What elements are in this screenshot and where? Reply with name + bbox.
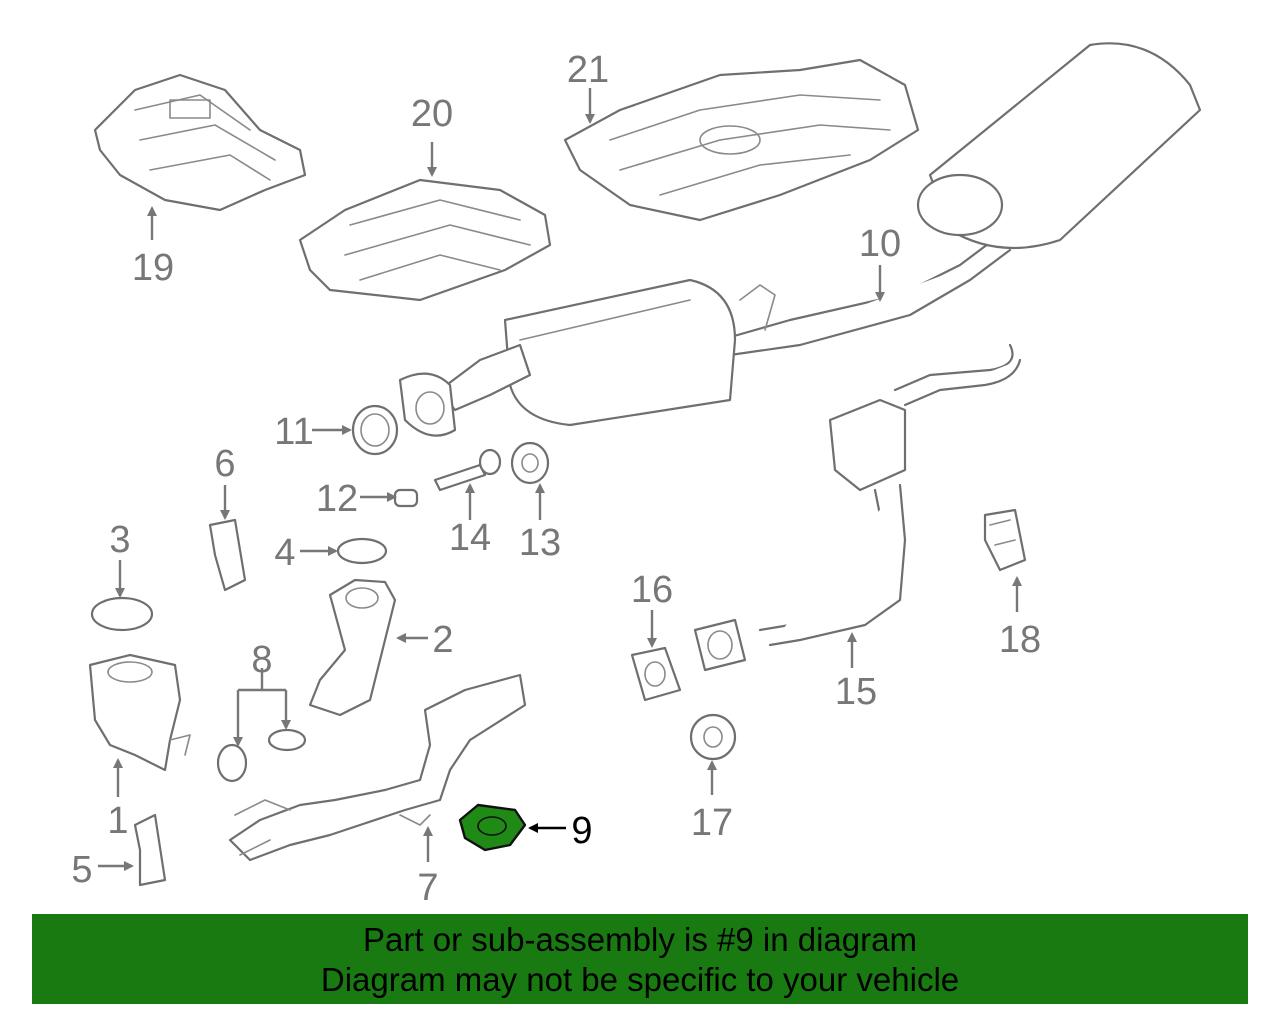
callout-2: 2: [432, 619, 453, 661]
banner-line-2: Diagram may not be specific to your vehi…: [320, 961, 960, 998]
part-13-hanger: [510, 441, 550, 485]
callout-7: 7: [417, 867, 438, 909]
banner-line-1: Part or sub-assembly is #9 in diagram: [363, 921, 917, 958]
callout-8: 8: [251, 639, 272, 681]
callout-14: 14: [449, 517, 491, 559]
part-14-bolt: [433, 448, 502, 492]
part-2-converter: [308, 578, 397, 717]
callout-9: 9: [571, 810, 592, 852]
part-4-gasket: [336, 537, 388, 565]
callout-18: 18: [999, 619, 1041, 661]
callout-6: 6: [214, 443, 235, 485]
part-10-rear-muffler: [718, 42, 1202, 357]
part-20-heat-shield: [298, 178, 552, 302]
part-12-spring: [393, 488, 419, 508]
callout-10: 10: [859, 223, 901, 265]
part-11-gasket: [351, 404, 399, 456]
callout-16: 16: [631, 569, 673, 611]
part-1-converter: [88, 653, 191, 772]
callout-13: 13: [519, 522, 561, 564]
part-center-muffler: [398, 278, 737, 437]
leader-lines: [98, 88, 1022, 871]
part-21-heat-shield: [563, 58, 920, 222]
part-9-highlighted-shield: [458, 803, 527, 852]
part-8-gasket-left: [216, 743, 248, 783]
callout-12: 12: [316, 478, 358, 520]
part-7-y-pipe: [228, 673, 527, 862]
part-6-bracket: [208, 518, 247, 592]
callout-3: 3: [109, 519, 130, 561]
info-banner: Part or sub-assembly is #9 in diagram Di…: [32, 914, 1248, 1004]
callout-19: 19: [132, 247, 174, 289]
callout-5: 5: [71, 849, 92, 891]
part-15-front-pipe: [693, 343, 1022, 672]
callout-1: 1: [107, 800, 128, 842]
part-9-shape: [458, 803, 527, 852]
callout-11: 11: [274, 411, 313, 453]
callout-20: 20: [411, 93, 453, 135]
callout-4: 4: [274, 532, 295, 574]
callout-labels: 1 2 3 4 5 6 7 8 9 10 11 12 13 14 15 16 1…: [71, 49, 1041, 909]
part-19-heat-shield: [93, 73, 307, 212]
part-16-gasket: [630, 646, 682, 702]
callout-21: 21: [567, 49, 609, 91]
part-3-gasket: [90, 596, 154, 632]
callout-17: 17: [691, 802, 733, 844]
part-8-gasket-right: [267, 728, 307, 752]
part-5-bracket: [133, 813, 167, 887]
part-17-hanger: [689, 713, 737, 761]
callout-15: 15: [835, 671, 877, 713]
part-18-hanger: [983, 508, 1027, 572]
